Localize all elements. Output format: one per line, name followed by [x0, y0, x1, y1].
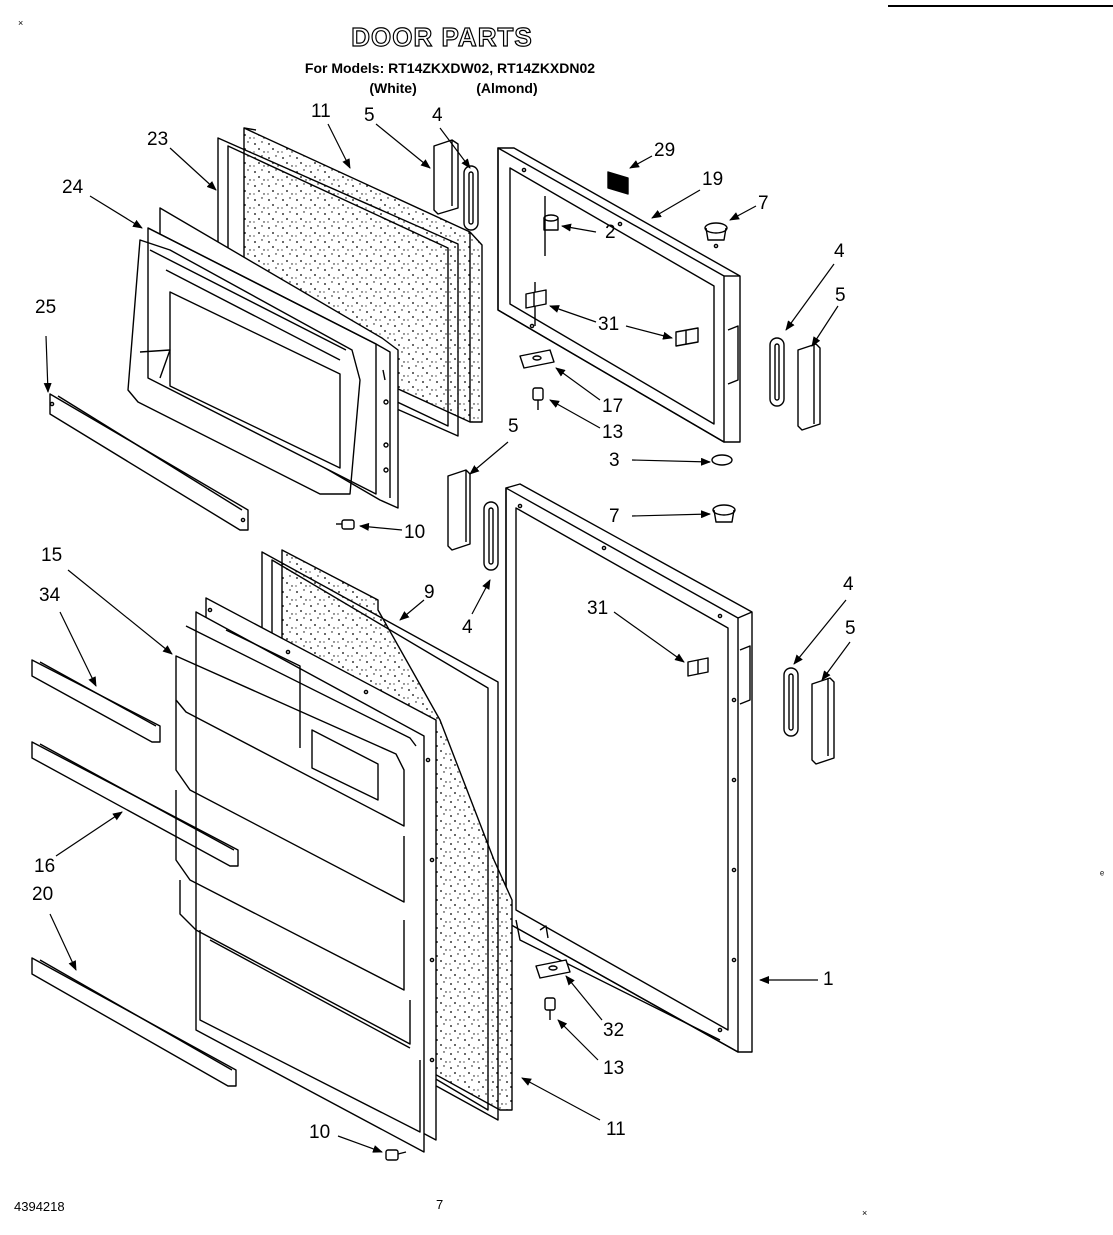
callout-31-lower: 31 — [587, 598, 609, 619]
callout-7-top: 7 — [758, 193, 769, 214]
color-almond: (Almond) — [476, 80, 538, 96]
shelf-rail-16 — [31, 741, 239, 867]
handle-trim-5-right-lower — [811, 677, 835, 765]
screw-13-lower — [544, 997, 556, 1020]
model-numbers: For Models: RT14ZKXDW02, RT14ZKXDN02 — [304, 60, 596, 76]
screw-10-upper — [336, 519, 355, 530]
callout-23: 23 — [147, 129, 169, 150]
shelf-bar-25 — [49, 393, 249, 531]
callout-4-right-top: 4 — [834, 241, 845, 262]
callout-11-lower: 11 — [606, 1119, 626, 1140]
callout-31-top: 31 — [598, 314, 620, 335]
callout-32: 32 — [603, 1020, 625, 1041]
screw-13-upper — [532, 387, 544, 410]
callout-24: 24 — [62, 177, 84, 198]
plug-7-lower — [712, 504, 736, 523]
fresh-food-outer-door-1 — [505, 483, 753, 1053]
shelf-rail-34 — [31, 659, 161, 743]
callout-1: 1 — [823, 969, 834, 990]
callout-16: 16 — [34, 856, 56, 877]
callout-3: 3 — [609, 450, 620, 471]
svg-text:ᵉ: ᵉ — [1100, 869, 1104, 881]
leader-lines — [43, 123, 851, 1153]
color-white: (White) — [369, 80, 417, 96]
freezer-liner-24 — [127, 207, 399, 509]
callout-17: 17 — [602, 396, 624, 417]
cap-3 — [711, 454, 733, 466]
handle-seal-4-right-lower — [783, 667, 799, 737]
hinge-plate-32 — [535, 925, 571, 979]
fresh-food-liner-15 — [175, 597, 437, 1153]
handle-seal-4-mid — [483, 501, 499, 571]
callout-5-right-lower: 5 — [845, 618, 856, 639]
document-number: 4394218 — [14, 1199, 65, 1214]
callout-4-right-lower: 4 — [843, 574, 854, 595]
callout-5-top: 5 — [364, 105, 375, 126]
callout-13-lower: 13 — [603, 1058, 625, 1079]
hinge-bracket-31-upper — [525, 289, 699, 347]
callout-20: 20 — [32, 884, 54, 905]
handle-seal-4-top — [463, 165, 479, 231]
handle-seal-4-right-upper — [769, 337, 785, 407]
hinge-plate-17 — [519, 349, 555, 369]
handle-trim-5-mid — [447, 469, 471, 551]
callout-10-top: 10 — [404, 522, 426, 543]
callout-2: 2 — [605, 222, 616, 243]
callout-5-mid: 5 — [508, 416, 519, 437]
bushing-2 — [543, 214, 559, 231]
callout-9: 9 — [424, 582, 435, 603]
svg-text:×: × — [862, 1208, 867, 1218]
callout-5-right-top: 5 — [835, 285, 846, 306]
callout-4-top: 4 — [432, 105, 443, 126]
callout-11-top: 11 — [311, 101, 331, 122]
plug-7-upper — [704, 222, 728, 241]
svg-text:×: × — [18, 18, 23, 28]
callout-19: 19 — [702, 169, 724, 190]
screw-10-lower — [385, 1149, 407, 1161]
callout-10-lower: 10 — [309, 1122, 331, 1143]
callout-4-mid: 4 — [462, 617, 473, 638]
callout-15: 15 — [41, 545, 63, 566]
callout-34: 34 — [39, 585, 61, 606]
color-variants: (White) (Almond) — [260, 80, 640, 96]
callout-7-lower: 7 — [609, 506, 620, 527]
diagram-title: DOOR PARTS — [351, 21, 533, 52]
shelf-rail-20 — [31, 957, 237, 1087]
callout-29: 29 — [654, 140, 676, 161]
callout-13-top: 13 — [602, 422, 624, 443]
hinge-bracket-31-lower — [687, 657, 709, 677]
label-29 — [607, 171, 629, 195]
handle-trim-5-right-upper — [797, 343, 821, 431]
page-number: 7 — [436, 1197, 444, 1212]
callout-25: 25 — [35, 297, 57, 318]
handle-trim-5-top — [433, 139, 459, 215]
